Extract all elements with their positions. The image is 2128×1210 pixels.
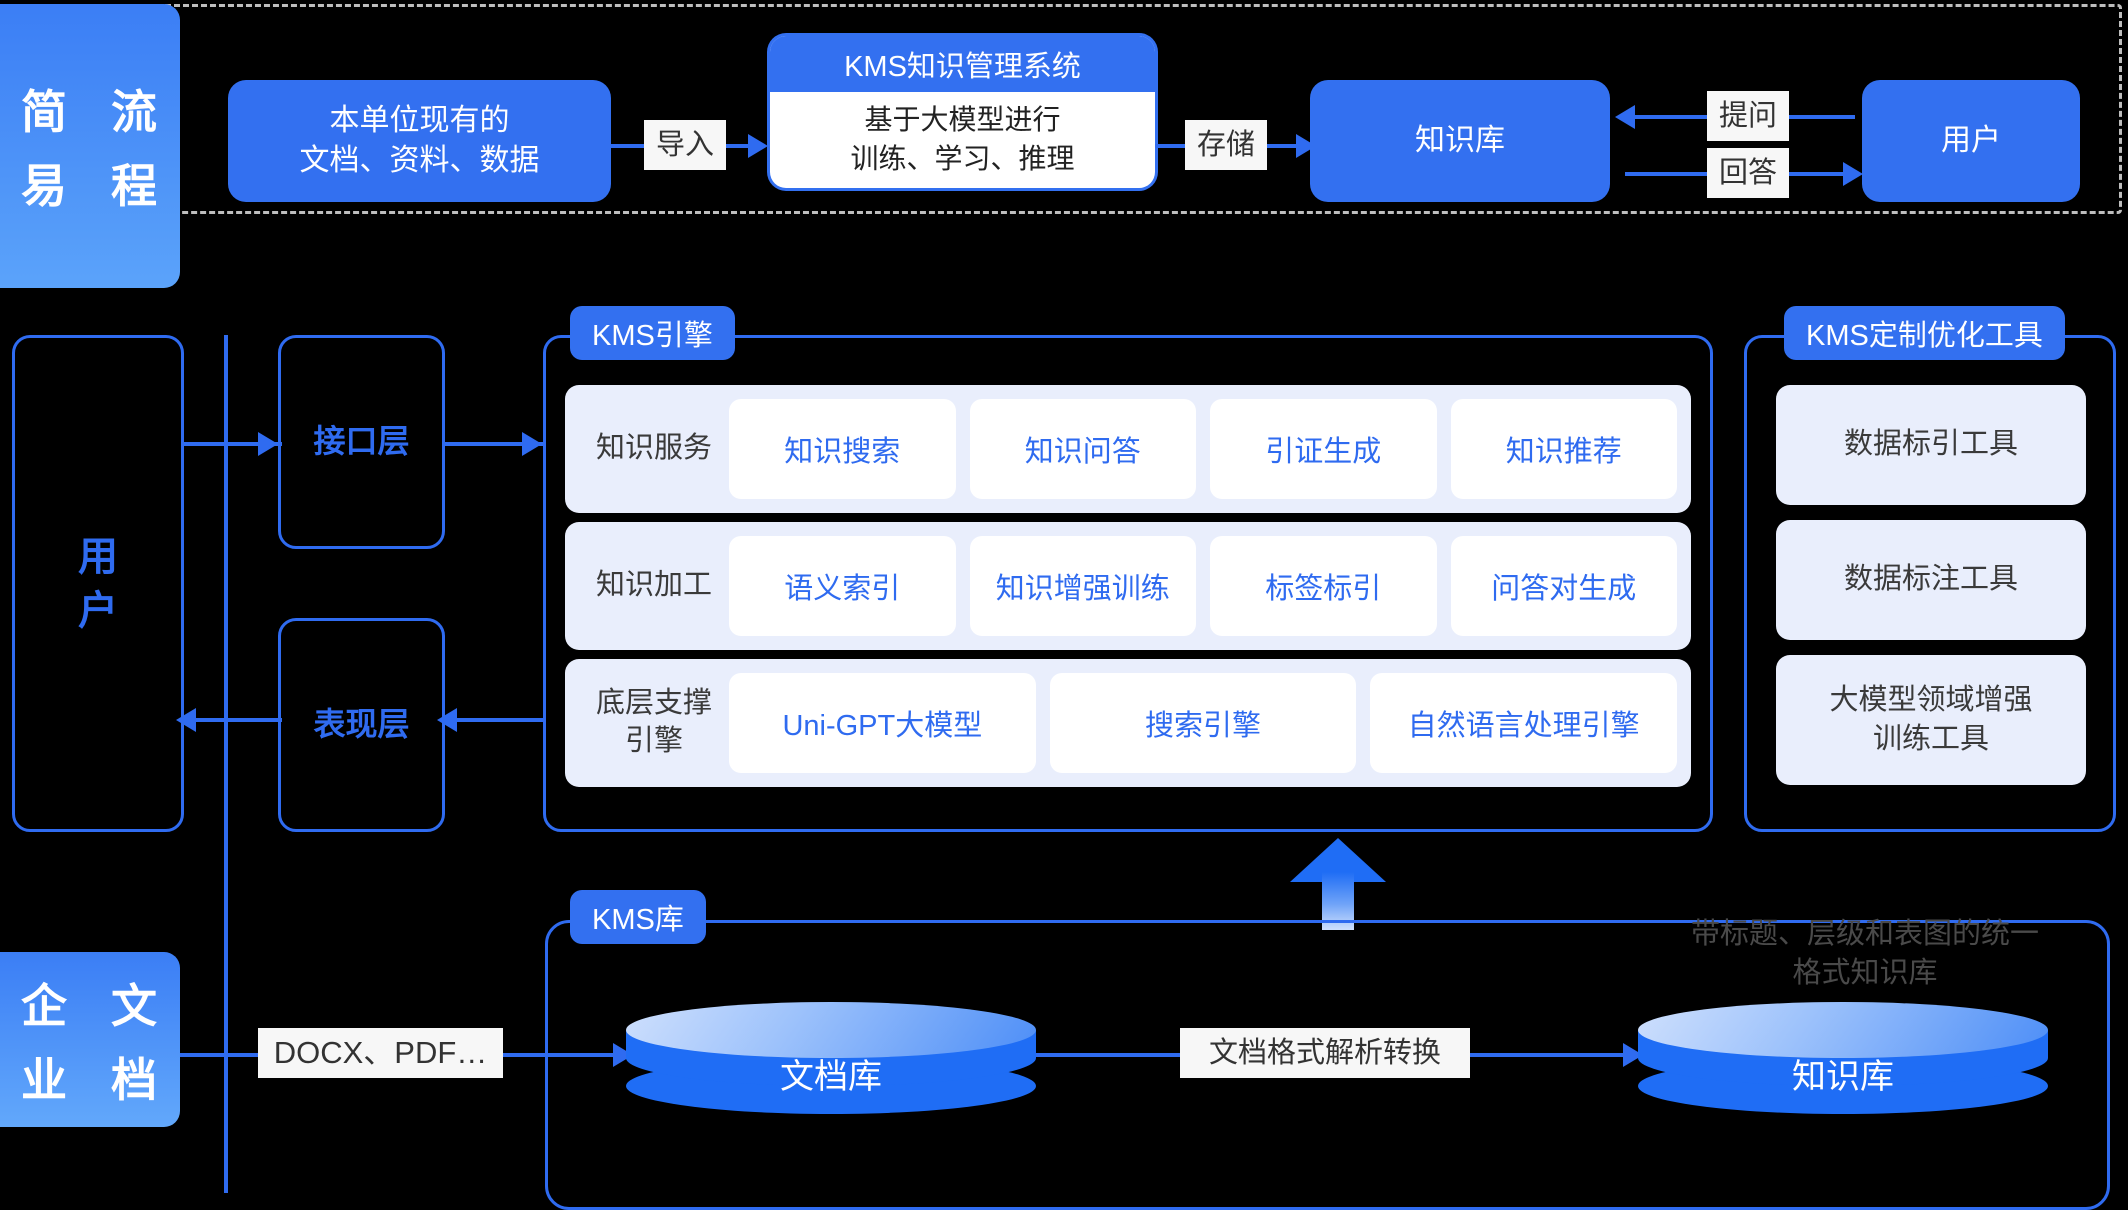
engine-to-presentation-connector <box>445 718 545 722</box>
engine-row-knowledge-processing: 知识加工 语义索引 知识增强训练 标签标引 问答对生成 <box>565 522 1691 650</box>
conversion-label: 文档格式解析转换 <box>1180 1028 1470 1078</box>
interface-to-engine-arrowhead <box>522 432 542 456</box>
tool-data-annotation-label: 数据标注工具 <box>1843 563 2018 596</box>
ask-label: 提问 <box>1707 91 1789 141</box>
kms-tools-tab[interactable]: KMS定制优化工具 <box>1784 306 2065 360</box>
engine-item-tag-indexing[interactable]: 标签标引 <box>1210 536 1437 636</box>
doc-cylinder-top <box>626 1002 1036 1058</box>
engine-item-search-engine[interactable]: 搜索引擎 <box>1049 673 1357 773</box>
kms-engine-panel <box>543 335 1713 832</box>
document-format-label: DOCX、PDF… <box>258 1028 503 1078</box>
engine-row-label-1: 知识服务 <box>579 430 729 468</box>
kms-system-body-line1: 基于大模型进行 <box>864 104 1061 136</box>
docs-badge-char-1: 企 <box>21 979 69 1032</box>
knowledge-repository-label: 知识库 <box>1792 1058 1894 1097</box>
engine-row-label-3-line2: 引擎 <box>624 725 683 757</box>
tool-data-indexing-label: 数据标引工具 <box>1843 428 2018 461</box>
import-arrowhead <box>748 134 768 158</box>
engine-item-nlp-engine[interactable]: 自然语言处理引擎 <box>1370 673 1678 773</box>
kms-system-body: 基于大模型进行 训练、学习、推理 <box>770 92 1155 188</box>
presentation-to-user-connector <box>184 718 282 722</box>
docs-badge-char-2: 文 <box>111 979 159 1032</box>
store-label: 存储 <box>1185 120 1267 170</box>
user-column-char-2: 户 <box>78 588 118 633</box>
knowledge-cylinder-top <box>1638 1002 2048 1058</box>
interface-to-engine-connector <box>445 442 545 446</box>
source-documents-box[interactable]: 本单位现有的 文档、资料、数据 <box>228 80 611 202</box>
engine-item-knowledge-recommend[interactable]: 知识推荐 <box>1450 399 1677 499</box>
engine-row-3-cards: Uni-GPT大模型 搜索引擎 自然语言处理引擎 <box>729 673 1678 773</box>
engine-to-presentation-arrowhead <box>437 708 457 732</box>
engine-row-knowledge-service: 知识服务 知识搜索 知识问答 引证生成 知识推荐 <box>565 385 1691 513</box>
vertical-bus-line <box>224 335 228 1193</box>
engine-item-knowledge-augmented-training[interactable]: 知识增强训练 <box>969 536 1196 636</box>
engine-item-citation-generation[interactable]: 引证生成 <box>1210 399 1437 499</box>
top-user-label: 用户 <box>1941 123 2001 157</box>
badge-char-3: 易 <box>21 160 69 212</box>
engine-item-knowledge-search[interactable]: 知识搜索 <box>729 399 956 499</box>
engine-item-uni-gpt-model[interactable]: Uni-GPT大模型 <box>729 673 1036 773</box>
tool-domain-augmented-training[interactable]: 大模型领域增强 训练工具 <box>1776 655 2086 785</box>
user-to-interface-arrowhead <box>258 432 278 456</box>
kms-system-card[interactable]: KMS知识管理系统 基于大模型进行 训练、学习、推理 <box>770 36 1155 188</box>
enterprise-docs-badge: 企 文 业 档 <box>0 952 180 1127</box>
ask-arrowhead <box>1615 105 1635 129</box>
tool-data-annotation[interactable]: 数据标注工具 <box>1776 520 2086 640</box>
docs-badge-char-4: 档 <box>111 1053 159 1106</box>
presentation-layer-box[interactable]: 表现层 <box>278 618 445 832</box>
import-label: 导入 <box>644 120 726 170</box>
watermark-line2: 格式知识库 <box>1792 957 1938 990</box>
badge-char-2: 流 <box>111 86 159 138</box>
kms-repo-tab[interactable]: KMS库 <box>570 890 706 944</box>
document-repository-cylinder[interactable]: 文档库 <box>626 1002 1036 1114</box>
answer-label: 回答 <box>1707 148 1789 198</box>
user-column-box[interactable]: 用 户 <box>12 335 184 832</box>
kms-system-header: KMS知识管理系统 <box>770 36 1155 92</box>
tool-domain-augmented-training-line1: 大模型领域增强 <box>1829 683 2033 716</box>
engine-item-qa-pair-generation[interactable]: 问答对生成 <box>1450 536 1677 636</box>
simple-flow-badge: 简 流 易 程 <box>0 4 180 288</box>
interface-layer-label: 接口层 <box>313 423 410 460</box>
engine-row-label-1-line1: 知识服务 <box>595 432 712 465</box>
interface-layer-box[interactable]: 接口层 <box>278 335 445 549</box>
knowledge-repo-watermark: 带标题、层级和表图的统一 格式知识库 <box>1630 915 2100 993</box>
answer-arrowhead <box>1843 162 1863 186</box>
kms-system-body-line2: 训练、学习、推理 <box>850 143 1075 174</box>
top-knowledge-base-label: 知识库 <box>1415 123 1505 157</box>
engine-item-semantic-index[interactable]: 语义索引 <box>729 536 956 636</box>
engine-item-knowledge-qa[interactable]: 知识问答 <box>969 399 1196 499</box>
docs-badge-char-3: 业 <box>21 1053 69 1106</box>
engine-row-label-3-line1: 底层支撑 <box>595 687 712 720</box>
engine-row-label-2-line1: 知识加工 <box>595 569 712 602</box>
kms-engine-tab[interactable]: KMS引擎 <box>570 306 735 360</box>
source-documents-line2: 文档、资料、数据 <box>299 144 540 177</box>
tool-domain-augmented-training-line2: 训练工具 <box>1872 723 1989 755</box>
presentation-to-user-arrowhead <box>176 708 196 732</box>
engine-row-2-cards: 语义索引 知识增强训练 标签标引 问答对生成 <box>729 536 1677 636</box>
top-knowledge-base-box[interactable]: 知识库 <box>1310 80 1610 202</box>
repo-to-engine-up-arrow <box>1290 838 1386 930</box>
watermark-line1: 带标题、层级和表图的统一 <box>1690 918 2039 950</box>
badge-char-4: 程 <box>111 160 159 212</box>
user-to-interface-connector <box>184 442 282 446</box>
engine-row-label-2: 知识加工 <box>579 567 729 605</box>
engine-row-base-support: 底层支撑 引擎 Uni-GPT大模型 搜索引擎 自然语言处理引擎 <box>565 659 1691 787</box>
tool-data-indexing[interactable]: 数据标引工具 <box>1776 385 2086 505</box>
document-repository-label: 文档库 <box>780 1058 882 1097</box>
presentation-layer-label: 表现层 <box>313 706 410 743</box>
engine-row-label-3: 底层支撑 引擎 <box>579 685 729 760</box>
source-documents-line1: 本单位现有的 <box>329 103 510 137</box>
top-user-box[interactable]: 用户 <box>1862 80 2080 202</box>
badge-char-1: 简 <box>21 86 69 138</box>
knowledge-repository-cylinder[interactable]: 知识库 <box>1638 1002 2048 1114</box>
engine-row-1-cards: 知识搜索 知识问答 引证生成 知识推荐 <box>729 399 1677 499</box>
user-column-char-1: 用 <box>78 534 118 579</box>
